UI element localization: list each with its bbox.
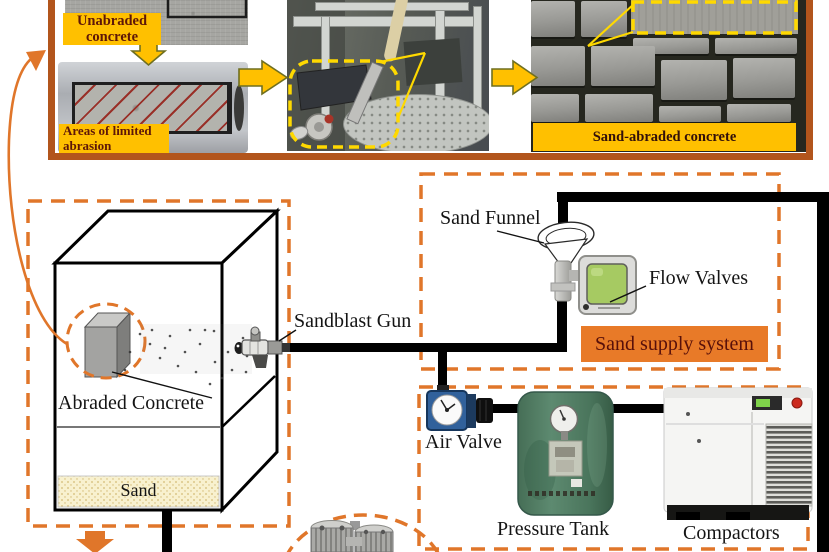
pressure-tank-label: Pressure Tank (497, 518, 610, 540)
frame-beam (315, 2, 469, 11)
hatched-abrasion-area (75, 85, 227, 131)
air-valve-device (426, 385, 493, 431)
concrete-brick (531, 46, 585, 86)
pump-highlight-circle (286, 513, 440, 552)
sandblast-gun-label: Sandblast Gun (294, 310, 412, 332)
pressure-tank-device (517, 391, 614, 516)
label-line: concrete (85, 29, 139, 45)
pipes (162, 192, 829, 552)
sand-label: Sand (120, 480, 157, 500)
sandblast-gun (234, 326, 290, 368)
mold-edge-shadow (234, 85, 244, 131)
flow-valve-device (569, 255, 637, 315)
vacuum-pump-device (310, 520, 394, 552)
specimen-highlight-circle (65, 302, 147, 380)
sand-funnel-label: Sand Funnel (440, 207, 541, 229)
compactors-label: Compactors (683, 522, 780, 544)
concrete-brick (727, 104, 791, 122)
flow-valves-label: Flow Valves (649, 267, 749, 289)
sand-supply-system-tag: Sand supply system (581, 326, 768, 362)
abrasion-chamber-box (26, 199, 291, 528)
concrete-brick (591, 46, 655, 86)
sand-abraded-label: Sand-abraded concrete (533, 123, 796, 151)
label-line: abrasion (63, 137, 112, 153)
concrete-brick (585, 94, 653, 122)
orange-down-arrow-icon (76, 531, 114, 552)
abraded-concrete-label: Abraded Concrete (58, 392, 205, 414)
concrete-brick (531, 94, 579, 122)
concrete-brick (715, 38, 797, 54)
concrete-brick (659, 106, 721, 122)
concrete-brick (661, 60, 727, 100)
label-line: Unabraded (76, 13, 148, 29)
compressor-device (663, 387, 813, 520)
abrasion-chamber-3d (51, 207, 281, 514)
air-valve-label: Air Valve (425, 431, 502, 453)
sand-funnel (537, 221, 595, 302)
unabraded-concrete-label: Unabraded concrete (63, 13, 161, 45)
label-line: Areas of limited (63, 123, 152, 138)
sand-spray (123, 324, 252, 386)
photo-limited-abrasion-mold (58, 62, 248, 153)
concrete-brick (531, 1, 575, 37)
specimen-cube (83, 311, 132, 379)
limited-abrasion-label: Areas of limited abrasion (59, 123, 169, 153)
concrete-brick (733, 58, 795, 98)
